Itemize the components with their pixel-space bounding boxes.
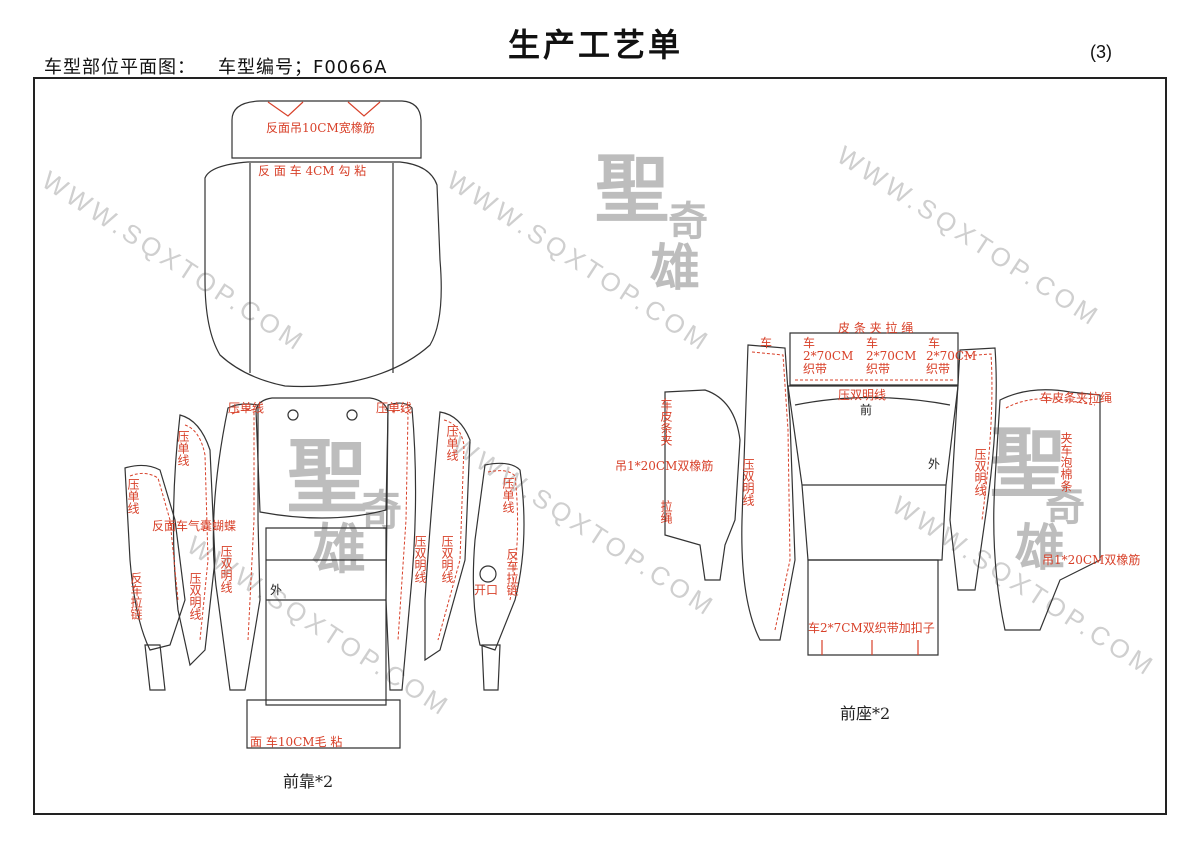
note-bottom-seam: 面 车10CM毛 粘 bbox=[250, 734, 342, 749]
seat-right-side bbox=[949, 347, 997, 591]
front-backrest-caption: 前靠*2 bbox=[283, 772, 333, 791]
left-side-piece bbox=[172, 414, 216, 667]
note-right-mid4: 压双明线 bbox=[440, 535, 454, 583]
note-seat-right3: 吊1*20CM双橡筋 bbox=[1042, 552, 1140, 567]
note-che: 车 bbox=[928, 335, 940, 350]
left-side-piece bbox=[212, 403, 261, 691]
note-right-mid2: 压单线 bbox=[445, 425, 459, 461]
note-headrest: 反面吊10CM宽橡筋 bbox=[266, 120, 375, 135]
note-right-mid3: 压双明线 bbox=[413, 535, 427, 583]
note-left-outer-top: 压单线 bbox=[126, 478, 140, 514]
watermark-logo: 奇 bbox=[1045, 483, 1085, 530]
note-seat-top: 皮 条 夹 拉 绳 bbox=[838, 320, 913, 335]
drawing-frame bbox=[33, 77, 1167, 815]
note-band2-type: 织带 bbox=[866, 362, 890, 376]
watermark-logo: 奇 bbox=[360, 486, 402, 535]
note-seat-bottom: 车2*7CM双织带加扣子 bbox=[808, 620, 935, 635]
note-band1-size: 2*70CM bbox=[803, 349, 853, 363]
note-left-mid2: 压单线 bbox=[228, 401, 264, 415]
model-number: 车型编号；F0066A bbox=[218, 57, 388, 78]
right-side-piece bbox=[424, 411, 471, 662]
bottom-strip bbox=[246, 699, 401, 749]
note-seat-right1: 车皮条夹拉绳 bbox=[1040, 390, 1112, 405]
watermark-url: WWW.SQXTOP.COM bbox=[832, 140, 1107, 333]
watermark-logo: 雄 bbox=[1015, 518, 1065, 577]
center-insert bbox=[255, 397, 389, 519]
page-title: 生产工艺单 bbox=[508, 26, 684, 64]
note-seat-left2: 吊1*20CM双橡筋 bbox=[615, 458, 713, 473]
right-outer-piece bbox=[472, 462, 525, 651]
note-che: 车 bbox=[803, 335, 815, 350]
front-seat-caption: 前座*2 bbox=[840, 704, 890, 723]
plan-header: 车型部位平面图： 车型编号；F0066A bbox=[44, 53, 387, 79]
front-backrest-pattern: 反面吊10CM宽橡筋 反 面 车 4CM 勾 粘 面 车10CM毛 粘 外 开口… bbox=[124, 100, 525, 791]
seat-left-outer bbox=[664, 389, 741, 581]
note-seat-mid: 压双明线 bbox=[838, 388, 886, 402]
note-seat-right-piece: 压双明线 bbox=[973, 448, 987, 496]
watermark-logo: 雄 bbox=[650, 238, 700, 297]
note-left-mid4: 压双明线 bbox=[188, 572, 202, 620]
seat-front-panel bbox=[807, 559, 939, 656]
seat-left-side bbox=[741, 344, 796, 641]
note-left-outer-bottom: 反车拉链 bbox=[129, 572, 143, 620]
plan-label: 车型部位平面图： bbox=[44, 57, 196, 78]
front-seat-pattern: 皮 条 夹 拉 绳 车 车 车 车 2*70CM 织带 2*70CM 织带 2*… bbox=[615, 320, 1140, 723]
note-outside: 外 bbox=[270, 583, 282, 597]
watermark-logo: 聖 bbox=[287, 430, 367, 524]
note-top-seam: 反 面 车 4CM 勾 粘 bbox=[258, 163, 366, 178]
note-right-outer-top: 压单线 bbox=[501, 477, 515, 513]
note-seat-left1: 车皮条夹 bbox=[659, 397, 673, 446]
note-opening: 开口 bbox=[474, 583, 498, 597]
right-side-piece bbox=[385, 402, 417, 691]
note-band3-size: 2*70CM bbox=[926, 349, 976, 363]
note-band3-type: 织带 bbox=[926, 362, 950, 376]
upper-back-panel bbox=[204, 161, 442, 388]
note-band1-type: 织带 bbox=[803, 362, 827, 376]
note-seat-outside: 外 bbox=[928, 457, 940, 471]
note-che: 车 bbox=[760, 335, 772, 350]
note-band2-size: 2*70CM bbox=[866, 349, 916, 363]
note-right-outer-bottom: 反车拉链 bbox=[505, 548, 519, 596]
note-left-mid3: 压双明线 bbox=[219, 545, 233, 593]
note-seat-right2: 夹车泡棉条 bbox=[1059, 432, 1073, 492]
headrest-piece bbox=[231, 100, 422, 159]
note-che: 车 bbox=[866, 335, 878, 350]
seat-right-outer bbox=[993, 389, 1101, 631]
watermark-logo: 聖 bbox=[595, 147, 669, 233]
watermark-logo: 雄 bbox=[312, 517, 366, 581]
watermark-url: WWW.SQXTOP.COM bbox=[37, 165, 312, 358]
lower-center-panel bbox=[265, 527, 387, 706]
note-right-mid1: 压单线 bbox=[376, 401, 412, 415]
note-seat-front: 前 bbox=[860, 402, 872, 417]
note-seat-left-piece: 压双明线 bbox=[741, 458, 755, 506]
note-seat-left3: 拉绳 bbox=[659, 499, 673, 524]
note-left-mid1: 压单线 bbox=[176, 430, 190, 466]
note-left-outer-mid: 反面车气囊蝴蝶 bbox=[152, 518, 236, 533]
watermark-logo: 奇 bbox=[668, 198, 708, 245]
watermark-logo: 聖 bbox=[990, 419, 1066, 508]
page-number: (3) bbox=[1090, 42, 1112, 62]
